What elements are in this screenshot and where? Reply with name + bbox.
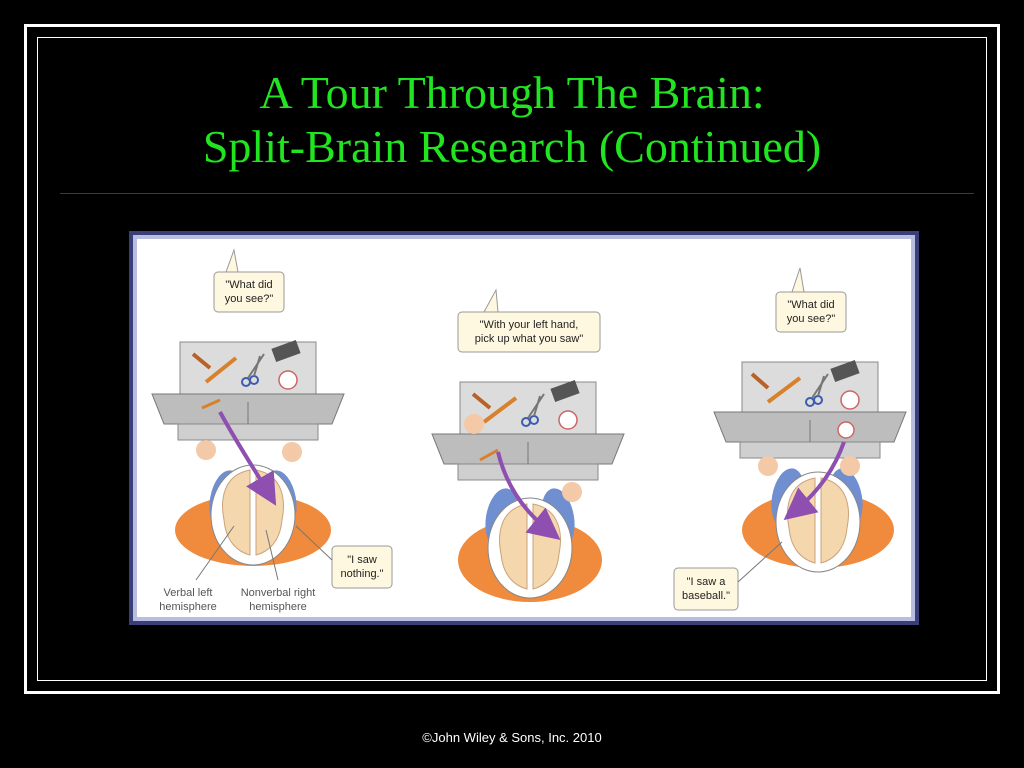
pencil-icon (482, 396, 518, 424)
scissors-icon (241, 353, 265, 387)
panel-2: "With your left hand, pick up what you s… (431, 288, 625, 602)
bubble-2 (457, 311, 601, 353)
response-bubble-3 (673, 567, 739, 611)
bubble-2-line-2: pick up what you saw" (475, 333, 584, 345)
left-hemisphere-label-line-1: Verbal left (164, 587, 213, 599)
slide-outer-frame (24, 24, 1000, 694)
stapler-icon (550, 379, 580, 403)
response-3-line-2: baseball." (682, 590, 730, 602)
response-bubble-1 (331, 545, 393, 589)
response-3-line-1: "I saw a (687, 576, 727, 588)
panel-1: "What did you see?" "I saw nothing." Ver… (151, 248, 393, 613)
title-line-1: A Tour Through The Brain: (259, 67, 765, 118)
bubble-3-line-1: "What did (787, 299, 834, 311)
response-1-line-2: nothing." (340, 568, 383, 580)
response-1-line-1: "I saw (347, 554, 377, 566)
title-divider (60, 193, 974, 194)
right-hemisphere-label-line-1: Nonverbal right (241, 587, 316, 599)
pencil-icon (766, 376, 802, 404)
screwdriver-icon (471, 392, 492, 410)
baseball-icon (278, 370, 298, 390)
baseball-icon (558, 410, 578, 430)
bubble-1 (213, 271, 285, 313)
copyright-footer: ©John Wiley & Sons, Inc. 2010 (422, 730, 602, 745)
slide-inner-frame (37, 37, 987, 681)
bubble-3-line-2: you see?" (787, 313, 836, 325)
arrow-3 (783, 441, 846, 521)
arrow-1 (218, 411, 277, 506)
scissors-icon (521, 393, 545, 427)
scissors-icon (805, 373, 829, 407)
right-hemisphere-label-line-2: hemisphere (249, 601, 306, 613)
left-hemisphere-label-line-2: hemisphere (159, 601, 216, 613)
stapler-icon (271, 339, 301, 363)
stapler-icon (830, 359, 860, 383)
panel-3: "What did you see?" "I saw a baseball." (673, 267, 907, 611)
baseball-icon (840, 390, 860, 410)
left-hemisphere-1 (222, 469, 251, 556)
arrow-2 (496, 451, 561, 540)
bubble-1-line-2: you see?" (225, 293, 274, 305)
bubble-3 (775, 291, 847, 333)
pencil-icon (204, 356, 238, 384)
screwdriver-icon (191, 352, 212, 370)
slide-title: A Tour Through The Brain: Split-Brain Re… (0, 66, 1024, 174)
bubble-1-line-1: "What did (225, 279, 272, 291)
screwdriver-icon (750, 372, 770, 390)
bubble-2-line-1: "With your left hand, (480, 319, 579, 331)
title-line-2: Split-Brain Research (Continued) (202, 121, 822, 172)
split-brain-figure: "What did you see?" "I saw nothing." Ver… (129, 231, 919, 625)
